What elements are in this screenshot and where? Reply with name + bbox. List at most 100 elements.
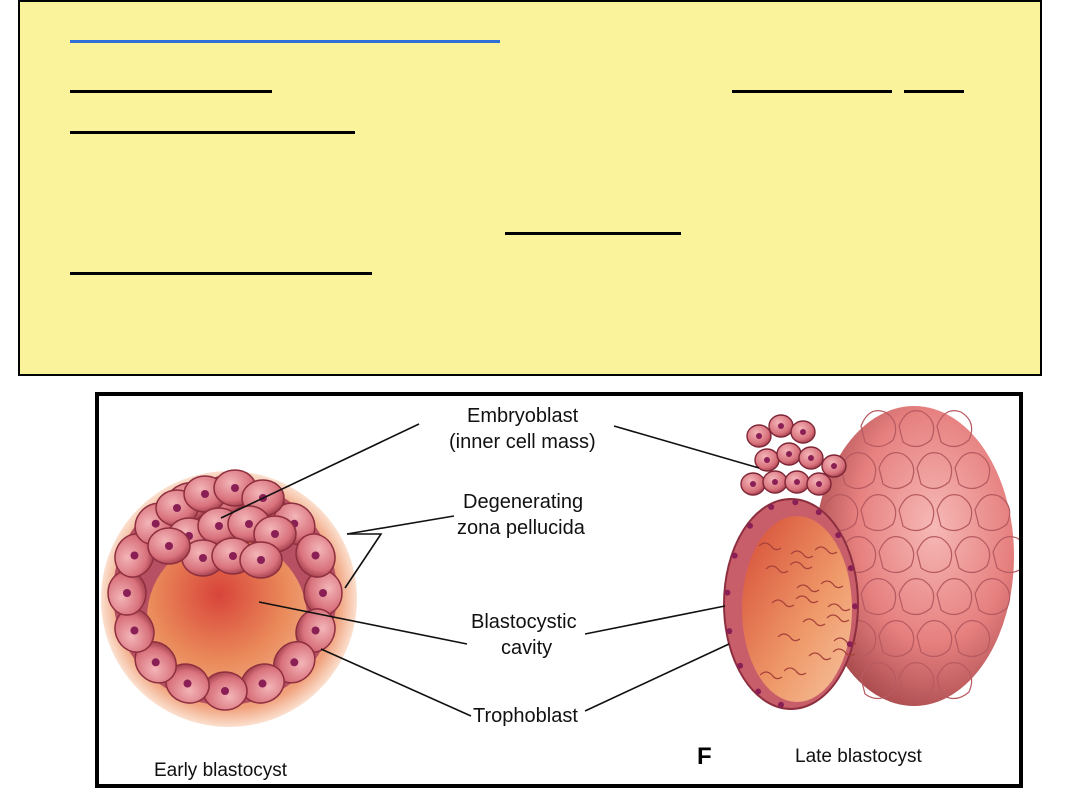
surface-cell [954, 620, 991, 658]
cell [303, 570, 343, 616]
cavity-texture [758, 542, 857, 680]
label-blastocystic: Blastocystic [471, 611, 577, 633]
nucleus [835, 532, 842, 539]
surface-cell [840, 452, 877, 490]
late-blastocyst [723, 406, 1019, 710]
surface-cell [860, 494, 897, 532]
panel-letter: F [697, 743, 712, 770]
surface-cell [974, 494, 1011, 532]
nucleus [165, 542, 173, 550]
text-panel [18, 0, 1042, 376]
underline [70, 90, 272, 93]
cell [806, 472, 832, 496]
inner-cell-mass [147, 469, 297, 579]
nucleus [756, 433, 762, 439]
cell [147, 527, 191, 565]
surface-cell-outlines [822, 410, 1019, 700]
cell [134, 640, 178, 684]
underline [70, 272, 372, 275]
label-cavity: cavity [501, 637, 552, 659]
late-cavity [742, 516, 852, 702]
surface-cell [878, 620, 915, 658]
surface-cell [898, 662, 935, 700]
nucleus [772, 479, 778, 485]
blastocyst-figure: Embryoblast (inner cell mass) Degenerati… [95, 392, 1023, 788]
nucleus [221, 687, 229, 695]
nucleus [173, 504, 181, 512]
cell [790, 420, 816, 444]
surface-cell [878, 536, 915, 574]
nucleus [231, 484, 239, 492]
nucleus [257, 556, 265, 564]
nucleus [746, 522, 753, 529]
caption-early-blastocyst: Early blastocyst [154, 760, 288, 781]
surface-cell [860, 578, 897, 616]
label-trophoblast: Trophoblast [473, 705, 578, 727]
nucleus [851, 603, 858, 610]
link-underline[interactable] [70, 40, 500, 43]
cell [768, 414, 794, 438]
cell [202, 671, 248, 711]
cell [784, 470, 810, 494]
nucleus [199, 554, 207, 562]
nucleus [290, 658, 299, 667]
surface-cell [974, 578, 1011, 616]
nucleus [151, 658, 160, 667]
cell [239, 541, 283, 579]
trophoblast-cells [107, 475, 343, 711]
cell [821, 454, 847, 478]
surface-cell [860, 410, 897, 448]
nucleus [201, 490, 209, 498]
cell [776, 442, 802, 466]
late-trophoblast-cells [724, 499, 858, 708]
late-inner-cell-mass [740, 414, 847, 496]
surface-cell [954, 452, 991, 490]
label-inner-cell-mass: (inner cell mass) [449, 431, 596, 453]
nucleus [245, 520, 253, 528]
underline [732, 90, 892, 93]
nucleus [151, 519, 160, 528]
caption-late-blastocyst: Late blastocyst [795, 746, 922, 767]
nucleus [726, 628, 733, 635]
underline [904, 90, 964, 93]
surface-cell [898, 410, 935, 448]
nucleus [815, 509, 822, 516]
label-zona-pellucida: zona pellucida [457, 517, 586, 539]
surface-cell [916, 536, 953, 574]
surface-cell [936, 494, 973, 532]
nucleus [319, 589, 327, 597]
surface-cell [936, 578, 973, 616]
nucleus [724, 589, 731, 596]
cell [740, 472, 766, 496]
surface-cell [860, 662, 897, 700]
nucleus [800, 429, 806, 435]
nucleus [786, 451, 792, 457]
blastocyst-diagram: Embryoblast (inner cell mass) Degenerati… [101, 405, 1019, 781]
nucleus [764, 457, 770, 463]
nucleus [130, 626, 139, 635]
nucleus [229, 552, 237, 560]
surface-cell [878, 452, 915, 490]
nucleus [130, 551, 139, 560]
nucleus [731, 552, 738, 559]
nucleus [777, 701, 784, 708]
underline [505, 232, 681, 235]
cell [107, 570, 147, 616]
cell [762, 470, 788, 494]
nucleus [123, 589, 131, 597]
nucleus [808, 455, 814, 461]
nucleus [258, 679, 267, 688]
cell [295, 533, 336, 578]
underline [70, 131, 355, 134]
cell [746, 424, 772, 448]
nucleus [778, 423, 784, 429]
label-embryoblast: Embryoblast [467, 405, 579, 427]
nucleus [846, 641, 853, 648]
surface-cell [916, 452, 953, 490]
nucleus [750, 481, 756, 487]
nucleus [794, 479, 800, 485]
cell [798, 446, 824, 470]
surface-cell [898, 578, 935, 616]
cell [295, 608, 336, 653]
nucleus [755, 688, 762, 695]
